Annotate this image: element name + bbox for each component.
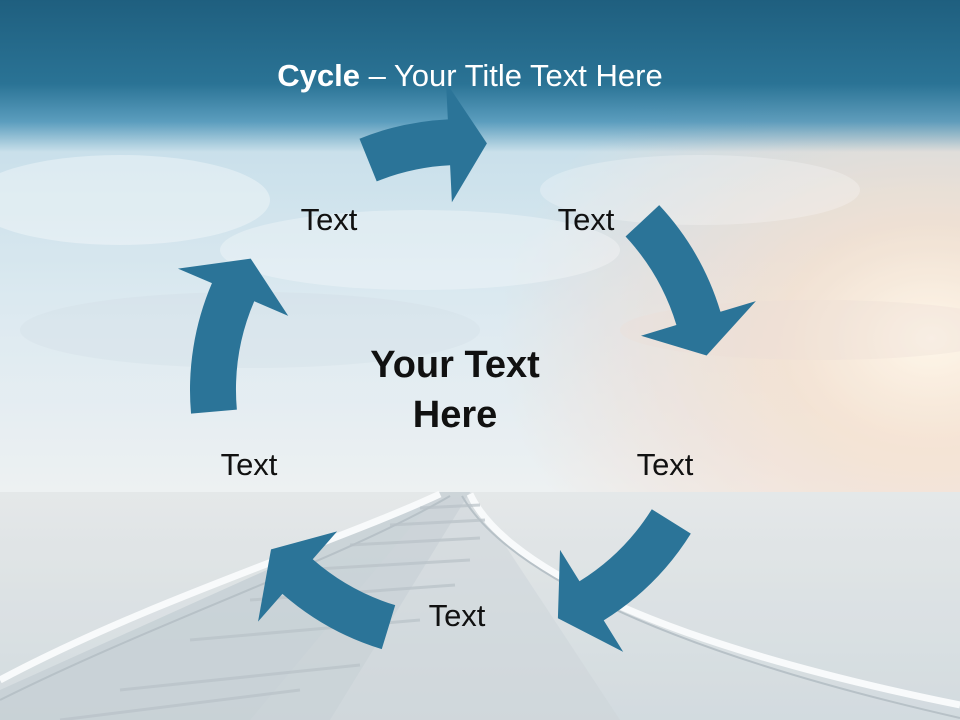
node-label-bottom: Text [428, 598, 486, 633]
node-label-right: Text [636, 447, 694, 482]
center-text-line1: Your Text [370, 344, 540, 386]
cycle-arrow-bottom-left [258, 531, 396, 650]
slide-title: Cycle – Your Title Text Here [0, 56, 940, 96]
center-text: Your Text Here [330, 340, 580, 440]
cycle-arrow-left [177, 258, 289, 414]
cycle-arrow-right [625, 205, 756, 356]
cycle-arrow-bottom-right [557, 509, 691, 652]
title-rest: Your Title Text Here [393, 58, 663, 93]
node-label-top-left: Text [300, 202, 358, 237]
center-text-line2: Here [412, 394, 498, 436]
title-separator: – [360, 58, 394, 93]
node-label-top-right: Text [557, 202, 615, 237]
title-bar [0, 0, 960, 152]
cycle-arrow-top [359, 82, 487, 203]
node-label-left: Text [220, 447, 278, 482]
title-bold: Cycle [277, 58, 360, 93]
